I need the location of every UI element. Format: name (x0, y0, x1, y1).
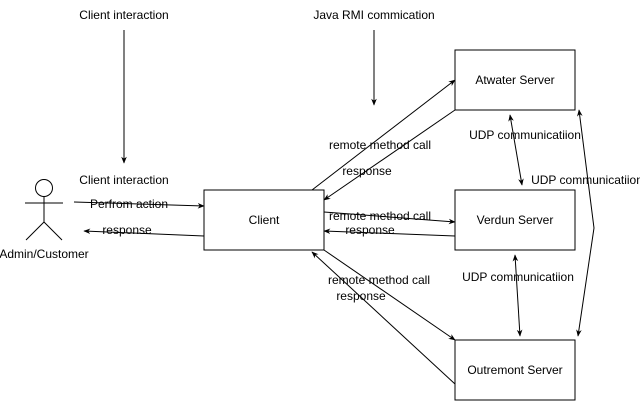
remote-call-verdun-arrow (323, 211, 456, 225)
verdun-server-label: Verdun Server (477, 213, 554, 227)
udp-atwater-outremont-arrow (576, 109, 595, 337)
admin-customer-actor (25, 179, 63, 241)
response-to-actor-arrow (83, 228, 205, 237)
udp-verdun-outremont-arrow (512, 254, 523, 337)
outremont-server-node: Outremont Server (454, 339, 576, 401)
actor-leg-right (43, 221, 63, 241)
actor-head (35, 179, 53, 197)
remote-call-atwater-arrow (311, 79, 456, 191)
response-verdun-arrow (323, 228, 456, 237)
remote-call-atwater-label: remote method call (329, 138, 431, 152)
outremont-server-label: Outremont Server (467, 363, 562, 377)
response-outremont-arrow (311, 251, 456, 385)
response-outremont-label: response (336, 289, 386, 303)
udp-atwater-verdun-label: UDP communicatiion (469, 128, 581, 142)
actor-leg-left (25, 221, 45, 241)
perform-action-label: Perfrom action (90, 197, 168, 211)
verdun-server-box (454, 189, 576, 251)
remote-call-outremont-label: remote method call (328, 273, 430, 287)
response-atwater-arrow (323, 109, 456, 201)
client-node: Client (203, 189, 325, 251)
client-box (203, 189, 325, 251)
udp-atwater-verdun-arrow (508, 114, 524, 186)
java-rmi-title: Java RMI commication (313, 8, 434, 22)
client-interaction-title: Client interaction (79, 8, 168, 22)
atwater-server-label: Atwater Server (475, 73, 554, 87)
udp-verdun-outremont-label: UDP communicatiion (462, 270, 574, 284)
atwater-server-node: Atwater Server (454, 49, 576, 111)
response-atwater-label: response (342, 164, 392, 178)
verdun-server-node: Verdun Server (454, 189, 576, 251)
outremont-server-box (454, 339, 576, 401)
perform-action-arrow (73, 201, 205, 209)
client-interaction-subtitle: Client interaction (79, 173, 168, 187)
client-label: Client (249, 213, 280, 227)
response-to-actor-label: response (102, 223, 152, 237)
remote-call-verdun-label: remote method call (329, 209, 431, 223)
response-verdun-label: response (345, 223, 395, 237)
udp-atwater-outremont-label: UDP communicatiion (531, 173, 640, 187)
remote-call-outremont-arrow (323, 249, 456, 341)
actor-label: Admin/Customer (0, 247, 89, 261)
